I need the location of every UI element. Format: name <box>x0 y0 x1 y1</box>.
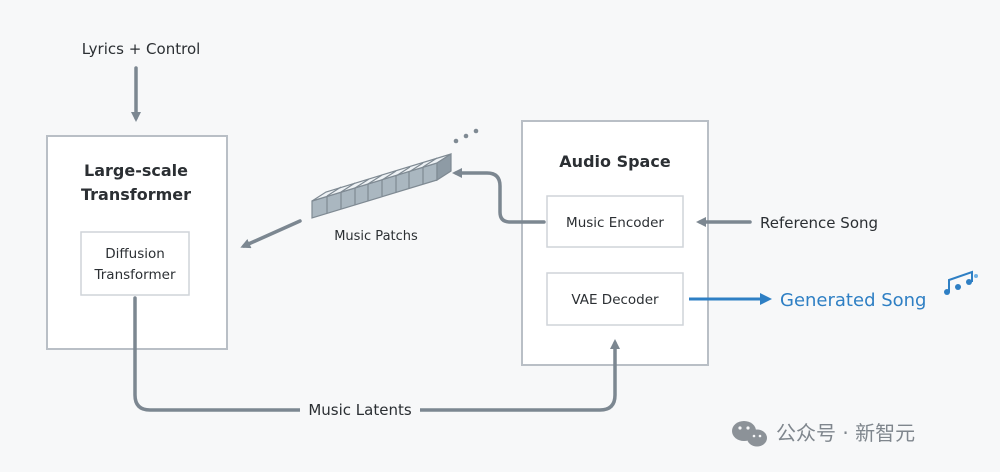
music-notes-icon <box>944 270 978 295</box>
diffusion-line2: Transformer <box>93 267 175 283</box>
transformer-title-line2: Transformer <box>81 185 191 204</box>
diffusion-line1: Diffusion <box>105 246 165 262</box>
latents-label-bg <box>300 398 420 422</box>
patches-label: Music Patchs <box>334 229 418 244</box>
reference-label: Reference Song <box>760 214 878 232</box>
vae-decoder-box <box>546 272 684 326</box>
input-label: Lyrics + Control <box>82 40 201 58</box>
encoder-to-patches-arrow <box>452 168 546 224</box>
latents-label: Music Latents <box>308 401 411 419</box>
watermark-text: 公众号 · 新智元 <box>776 421 915 445</box>
output-label: Generated Song <box>780 290 927 311</box>
ellipsis-dots-icon <box>453 128 479 144</box>
patches-to-transformer-arrow <box>240 219 302 249</box>
music-encoder-box <box>546 195 684 248</box>
music-patches-cubes <box>311 152 452 219</box>
vae-decoder-label: VAE Decoder <box>571 292 659 308</box>
music-encoder-label: Music Encoder <box>566 215 664 231</box>
transformer-title-line1: Large-scale <box>84 161 188 180</box>
audio-space-title: Audio Space <box>559 152 671 171</box>
diffusion-transformer-box <box>80 231 190 296</box>
wechat-icon <box>732 421 767 447</box>
